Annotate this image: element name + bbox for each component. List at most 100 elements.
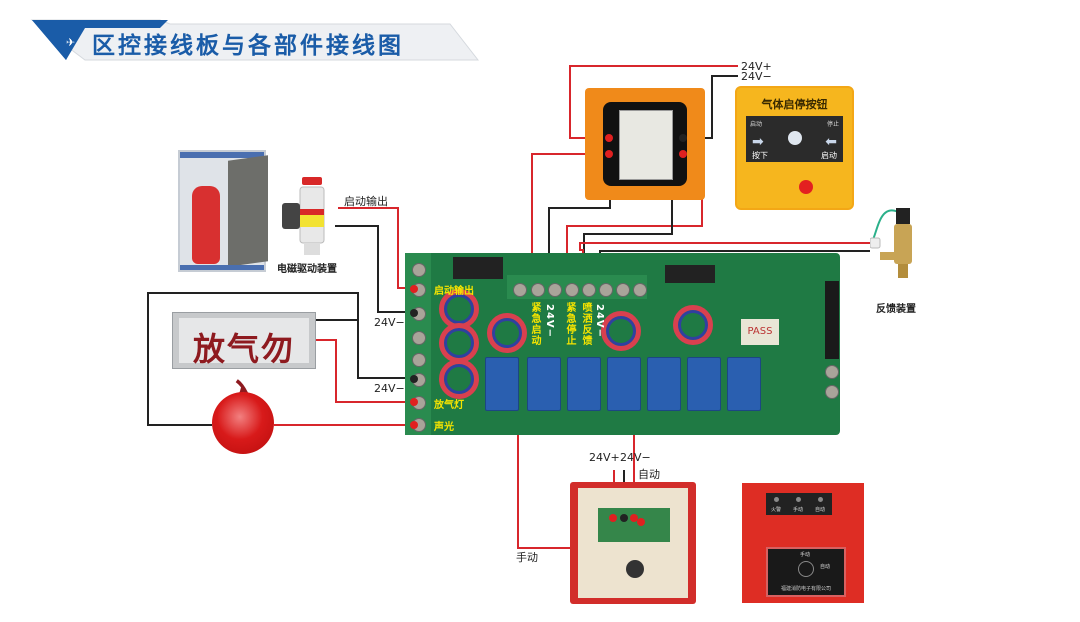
right-connector xyxy=(825,281,839,359)
led-manual xyxy=(796,497,801,502)
pad-manual-plus xyxy=(609,514,617,522)
label-24v-minus-top: 24V− xyxy=(741,70,772,83)
key-label-manual: 手动 xyxy=(800,552,811,558)
wire-start-output xyxy=(338,207,414,289)
pad-sound-light xyxy=(410,421,418,429)
gas-cylinder-icon xyxy=(192,186,220,264)
key-switch-icon xyxy=(626,560,644,578)
pad-minus-1 xyxy=(410,309,418,317)
label-24v-minus-1: 24V− xyxy=(374,316,405,329)
cabinet-door xyxy=(228,155,268,267)
gas-button-start-label: 启动 xyxy=(821,151,837,160)
relay xyxy=(687,357,721,411)
feedback-device-icon xyxy=(869,200,920,292)
page-title: 区控接线板与各部件接线图 xyxy=(92,33,404,59)
label-feedback-device: 反馈装置 xyxy=(876,304,916,315)
ic-chip xyxy=(665,265,715,283)
terminal-emergency-stop-src xyxy=(679,150,687,158)
banner-shape: ✈ xyxy=(30,19,480,61)
terminal-minus-a xyxy=(548,283,562,297)
inductor-coil xyxy=(601,311,641,351)
led-label-auto: 自动 xyxy=(815,507,826,513)
led-auto xyxy=(818,497,823,502)
label-emergency-stop: 紧急停止 xyxy=(564,302,575,346)
terminal xyxy=(412,263,426,277)
push-button-icon xyxy=(788,131,802,145)
gas-button-press-label: 按下 xyxy=(752,151,768,160)
relay xyxy=(567,357,601,411)
gas-button-title: 气体启停按钮 xyxy=(761,98,828,111)
label-manual-24v-plus: 24V+ xyxy=(589,451,620,464)
pad-start-output xyxy=(410,285,418,293)
relay xyxy=(647,357,681,411)
terminal-minus-b xyxy=(599,283,613,297)
label-sound-light: 声光 xyxy=(434,422,454,433)
red-indicator-icon xyxy=(799,180,813,194)
label-spray-feedback: 喷洒反馈 xyxy=(580,302,591,346)
pad-auto xyxy=(630,514,638,522)
key-label-auto: 自动 xyxy=(820,564,831,570)
terminal-24v-plus xyxy=(605,134,613,142)
inductor-coil xyxy=(439,359,479,399)
company-name: 福建消防电子有限公司 xyxy=(780,586,831,592)
label-start-output: 启动输出 xyxy=(434,286,474,297)
relay xyxy=(527,357,561,411)
relay xyxy=(727,357,761,411)
key-switch-icon xyxy=(798,561,814,577)
logo-icon: ✈ xyxy=(66,36,75,49)
terminal-spray-feedback xyxy=(582,283,596,297)
terminal-auto xyxy=(633,283,647,297)
led-label-fire: 火警 xyxy=(771,507,782,513)
terminal xyxy=(825,365,839,379)
zone-control-pcb: PASS xyxy=(405,253,840,435)
label-auto: 自动 xyxy=(638,468,660,481)
abort-label-card xyxy=(619,110,673,180)
label-manual: 手动 xyxy=(516,551,538,564)
led-fire xyxy=(774,497,779,502)
gas-button-small-left: 启动 xyxy=(750,121,763,128)
inductor-coil xyxy=(487,313,527,353)
label-24v-plus-top: 24V+ xyxy=(741,60,772,73)
led-label-manual: 手动 xyxy=(793,507,804,513)
terminal xyxy=(513,283,527,297)
gas-cylinder-cabinet xyxy=(178,150,268,272)
relay xyxy=(485,357,519,411)
label-24v-minus-2: 24V− xyxy=(374,382,405,395)
terminal-emergency-start xyxy=(531,283,545,297)
terminal xyxy=(616,283,630,297)
pad-manual xyxy=(637,518,645,526)
terminal-emergency-start-src xyxy=(605,150,613,158)
pad-manual-minus xyxy=(620,514,628,522)
strobe-siren-icon xyxy=(212,392,274,454)
pass-sticker: PASS xyxy=(741,319,779,345)
pad-discharge-lamp xyxy=(410,398,418,406)
arrow-right-icon: ➡ xyxy=(752,134,764,150)
manual-auto-switch-back xyxy=(570,482,696,604)
terminal-board xyxy=(598,508,670,542)
ribbon-connector xyxy=(453,257,503,279)
label-solenoid: 电磁驱动装置 xyxy=(277,264,337,275)
relay xyxy=(607,357,641,411)
cabinet-top-trim xyxy=(180,152,264,158)
label-emergency-start: 紧急启动 xyxy=(529,302,540,346)
label-start-output-solenoid: 启动输出 xyxy=(344,195,388,208)
no-entry-warning-sign: 放气勿入 xyxy=(172,312,316,414)
arrow-left-icon: ⬅ xyxy=(825,134,837,150)
abort-button-back xyxy=(585,88,705,200)
gas-button-small-right: 停止 xyxy=(826,121,839,128)
label-discharge-lamp: 放气灯 xyxy=(434,400,464,411)
terminal-emergency-stop xyxy=(565,283,579,297)
inductor-coil xyxy=(673,305,713,345)
label-manual-24v-minus: 24V− xyxy=(620,451,651,464)
manual-auto-mode-panel: 火警 手动 自动 手动 自动 福建消防电子有限公司 xyxy=(742,483,864,603)
terminal xyxy=(412,353,426,367)
wire-solenoid-minus xyxy=(335,225,414,313)
terminal xyxy=(825,385,839,399)
terminal xyxy=(412,331,426,345)
solenoid-driver-icon xyxy=(280,175,340,260)
inductor-coil xyxy=(439,323,479,363)
label-24v-minus-a: 24V− xyxy=(544,304,555,339)
terminal-24v-minus xyxy=(679,134,687,142)
label-24v-minus-b: 24V− xyxy=(594,304,605,339)
gas-start-stop-button: 气体启停按钮 启动 停止 ➡ ⬅ 按下 启动 xyxy=(735,86,854,210)
